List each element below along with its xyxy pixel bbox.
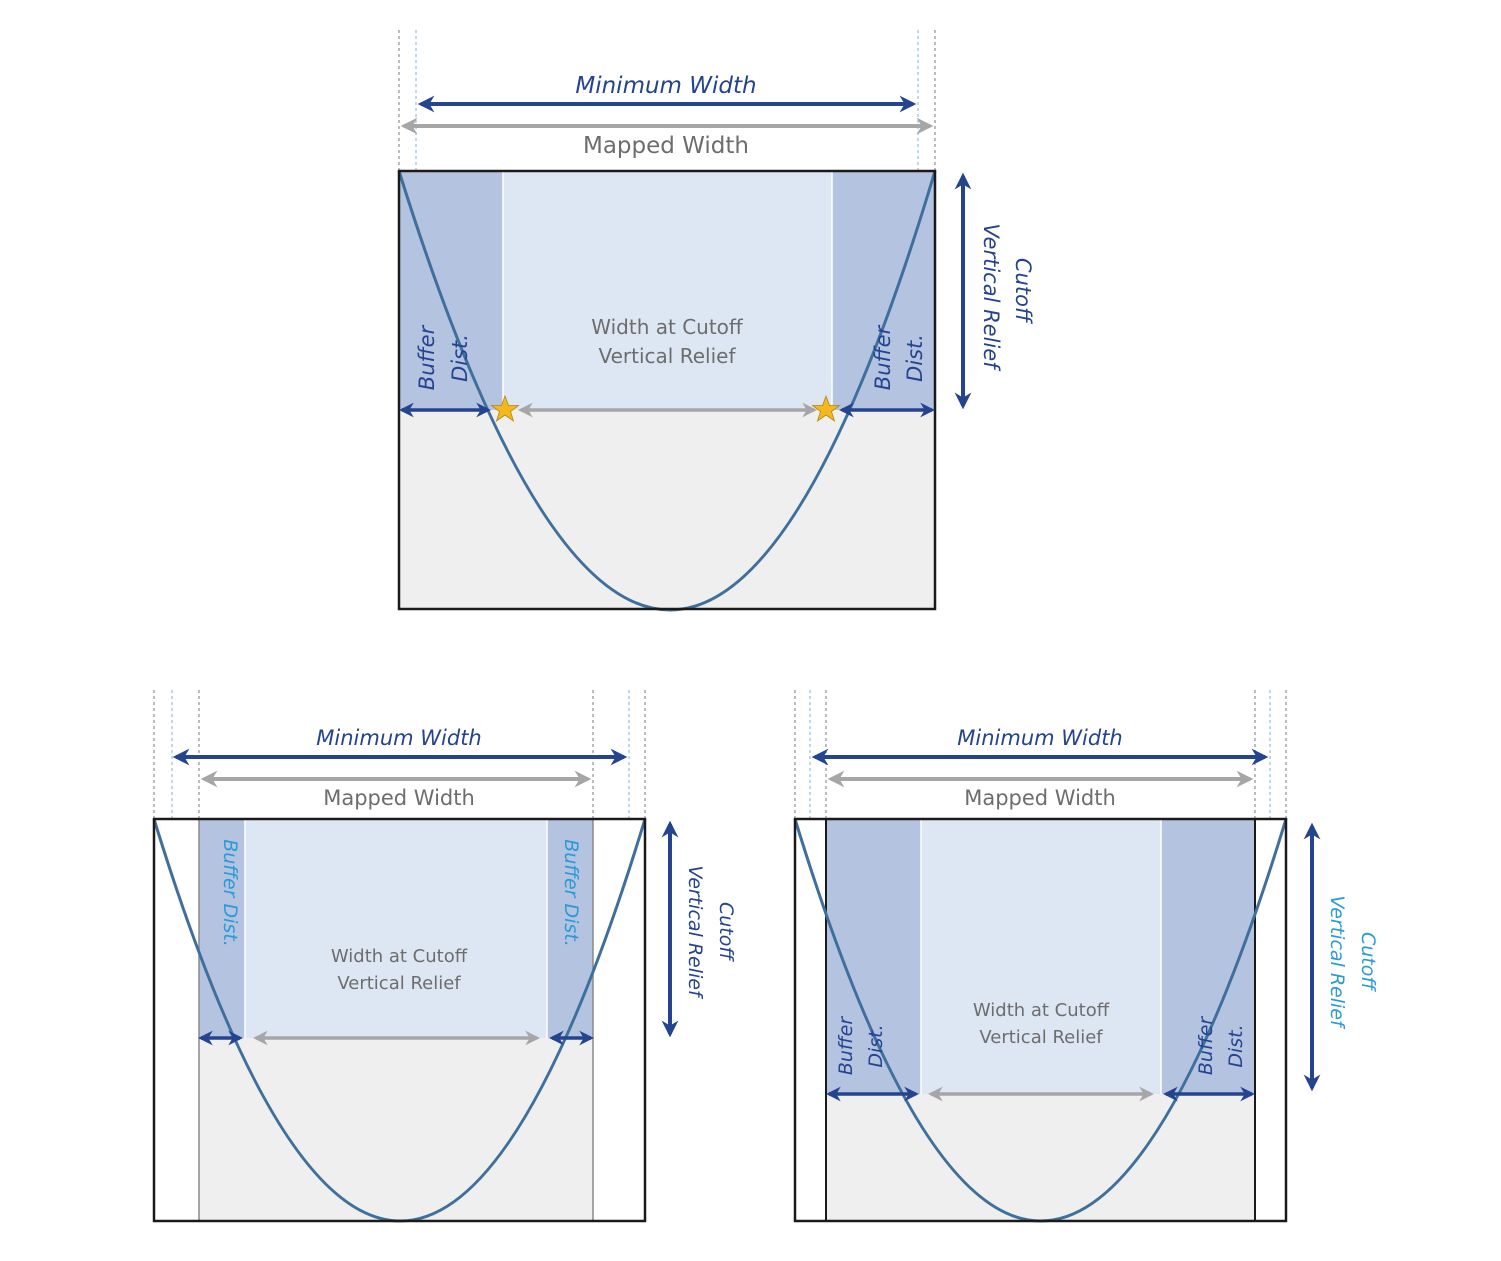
- star-icon-left: [490, 394, 520, 423]
- buffer-region-right: [832, 171, 935, 410]
- cutoff-label: Cutoff: [1357, 932, 1379, 992]
- buffer-dist-label-right: Buffer Dist.: [560, 839, 582, 947]
- panel-top: Minimum Width Mapped Width Width at Cuto…: [397, 30, 1035, 612]
- buffer-label-right-line1: Buffer: [871, 324, 895, 390]
- panel-bottom-left: Minimum Width Mapped Width Width at Cuto…: [152, 690, 737, 1223]
- width-at-cutoff-label-line2: Vertical Relief: [979, 1027, 1103, 1048]
- width-at-cutoff-label-line2: Vertical Relief: [337, 973, 461, 994]
- cutoff-label: Cutoff: [715, 902, 737, 962]
- width-at-cutoff-label-line1: Width at Cutoff: [973, 1000, 1110, 1021]
- minimum-width-label: Minimum Width: [957, 726, 1122, 750]
- center-width-region: [503, 171, 832, 410]
- mapped-width-label: Mapped Width: [964, 786, 1116, 810]
- buffer-label-left-line2: Dist.: [448, 334, 472, 382]
- vertical-relief-label: Vertical Relief: [979, 223, 1003, 372]
- vertical-relief-label: Vertical Relief: [684, 865, 706, 1000]
- minimum-width-label: Minimum Width: [575, 73, 756, 99]
- guide-lines: [398, 30, 936, 170]
- width-at-cutoff-label-line2: Vertical Relief: [599, 344, 737, 368]
- below-cutoff-region: [199, 1038, 593, 1221]
- vertical-relief-label: Vertical Relief: [1326, 895, 1348, 1030]
- center-width-region: [245, 819, 547, 1038]
- buffer-label-right-line2: Dist.: [1225, 1024, 1247, 1067]
- buffer-region-left: [199, 819, 245, 1038]
- panel-frame: [152, 817, 647, 1223]
- star-icon-right: [811, 394, 841, 423]
- minimum-width-label: Minimum Width: [316, 726, 481, 750]
- buffer-label-left-line2: Dist.: [865, 1024, 887, 1067]
- buffer-label-left-line1: Buffer: [835, 1016, 857, 1075]
- mapped-width-label: Mapped Width: [323, 786, 475, 810]
- panel-bottom-right: Minimum Width Mapped Width Width at Cuto…: [793, 690, 1379, 1223]
- width-at-cutoff-label-line1: Width at Cutoff: [591, 315, 744, 339]
- buffer-region-left: [399, 171, 503, 410]
- panel-frame: [793, 817, 1288, 1223]
- buffer-region-right: [547, 819, 593, 1038]
- buffer-label-right-line1: Buffer: [1195, 1016, 1217, 1075]
- buffer-dist-label-left: Buffer Dist.: [219, 839, 241, 947]
- buffer-label-right-line2: Dist.: [903, 334, 927, 382]
- width-at-cutoff-label-line1: Width at Cutoff: [331, 946, 468, 967]
- center-width-region: [921, 819, 1161, 1094]
- panel-frame: [397, 169, 937, 611]
- below-cutoff-region: [399, 410, 935, 609]
- below-cutoff-region: [826, 1094, 1255, 1221]
- buffer-label-left-line1: Buffer: [415, 324, 439, 390]
- cutoff-label: Cutoff: [1011, 258, 1035, 325]
- mapped-width-label: Mapped Width: [583, 133, 749, 159]
